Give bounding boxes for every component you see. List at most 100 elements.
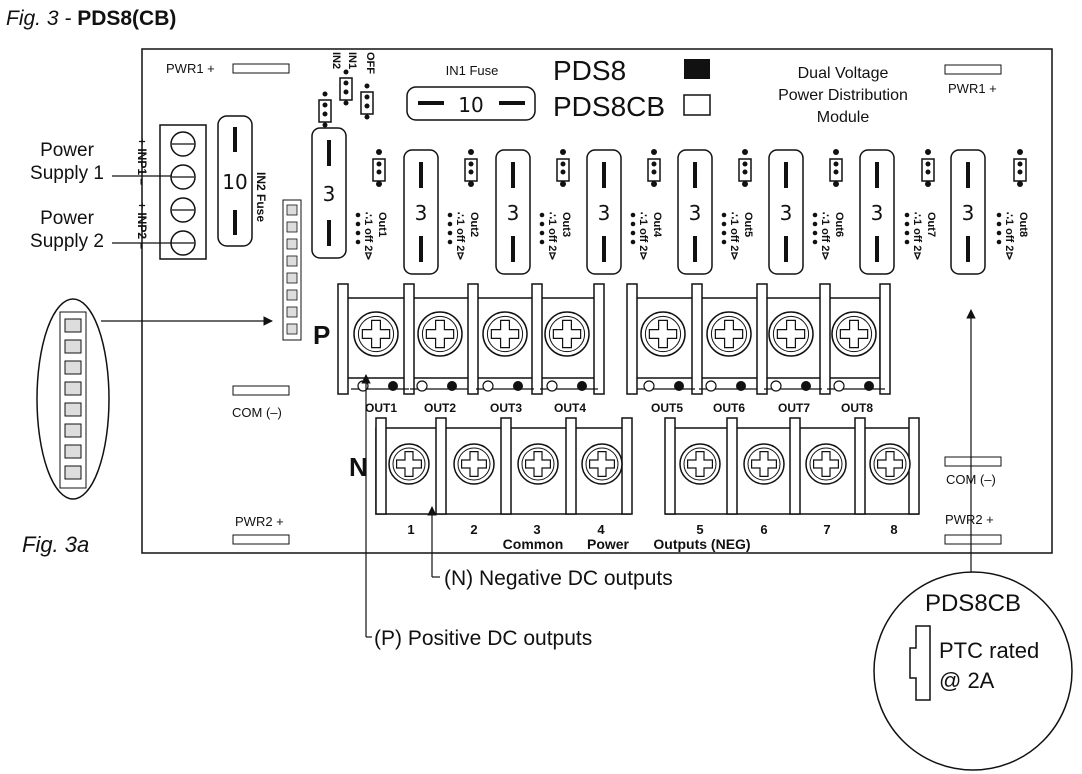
output-jumper-options-label-4: ∴1 off 2⊳ [637, 212, 649, 261]
p-terminal-label-5: OUT5 [651, 401, 683, 415]
model-pds8: PDS8 [553, 55, 626, 86]
power-supply-2-line2: Supply 2 [30, 231, 104, 252]
n-terminal-number-5: 5 [696, 522, 703, 537]
output-jumper-label-3: Out3 [560, 212, 572, 237]
output-fuse-value-7: 3 [871, 201, 884, 225]
power-supply-2-line1: Power [40, 208, 95, 229]
com-right-pad [944, 456, 1002, 467]
ptc-text-line2: @ 2A [939, 668, 995, 693]
output-jumper-label-8: Out8 [1017, 212, 1029, 237]
jumper-label-off: OFF [364, 52, 376, 74]
positive-terminal-strip [337, 283, 891, 395]
com-left-pad [232, 385, 290, 396]
pds8-indicator-filled [684, 59, 710, 79]
output-jumper-options-5: ∴1 off 2⊳Out5 [721, 212, 754, 261]
p-terminal-4: OUT4 [540, 380, 598, 415]
neg-caption-power: Power [587, 536, 630, 552]
output-fuse-1: 3 [311, 127, 347, 259]
ptc-title: PDS8CB [925, 590, 1021, 617]
pwr2-right-label: PWR2 + [945, 512, 994, 527]
p-row-label: P [313, 320, 330, 350]
n-terminal-number-2: 2 [470, 522, 477, 537]
title-line-1: Dual Voltage [798, 65, 889, 82]
pwr1-left-pad [232, 63, 290, 74]
ptc-callout-circle [873, 571, 1073, 771]
output-fuse-4: 3 [586, 149, 622, 275]
ptc-text-line1: PTC rated [939, 638, 1039, 663]
output-jumper-8[interactable] [1013, 149, 1027, 187]
title-line-3: Module [817, 109, 870, 126]
in2-fuse-value: 10 [222, 170, 247, 194]
output-jumper-label-1: Out1 [376, 212, 388, 237]
output-jumper-options-6: ∴1 off 2⊳Out6 [812, 212, 845, 261]
output-jumper-options-3: ∴1 off 2⊳Out3 [539, 212, 572, 261]
pds8cb-indicator-empty [683, 94, 711, 116]
output-jumper-5[interactable] [738, 149, 752, 187]
n-block-common-1-4 [375, 417, 633, 515]
led-indicator-strip [282, 199, 302, 341]
sub-caption: Fig. 3a [22, 532, 89, 557]
output-jumper-4[interactable] [647, 149, 661, 187]
output-jumper-options-7: ∴1 off 2⊳Out7 [904, 212, 937, 261]
negative-callout: (N) Negative DC outputs [444, 567, 673, 590]
output-jumper-options-label-1: ∴1 off 2⊳ [362, 212, 374, 261]
neg-caption-common: Common [503, 536, 564, 552]
output-fuse-2: 3 [403, 149, 439, 275]
n-terminal-number-8: 8 [890, 522, 897, 537]
in1-fuse-value: 10 [458, 93, 483, 117]
p-terminal-label-7: OUT7 [778, 401, 810, 415]
output-fuse-value-6: 3 [780, 201, 793, 225]
pwr2-right-pad [944, 534, 1002, 545]
output-fuse-6: 3 [768, 149, 804, 275]
output-jumper-options-label-3: ∴1 off 2⊳ [546, 212, 558, 261]
inp1-label: + INP1 – [135, 138, 149, 185]
inp2-label: + INP2 – [135, 202, 149, 249]
output-jumper-label-4: Out4 [651, 212, 663, 238]
output-jumper-6[interactable] [829, 149, 843, 187]
title-line-2: Power Distribution [778, 87, 908, 104]
input-jumper-1[interactable] [318, 91, 332, 128]
ptc-symbol [909, 625, 931, 701]
jumper-label-in2: IN2 [330, 52, 342, 69]
power-supply-1-line1: Power [40, 140, 95, 161]
output-jumper-options-label-2: ∴1 off 2⊳ [454, 212, 466, 261]
n-terminal-number-3: 3 [533, 522, 540, 537]
output-jumper-2[interactable] [464, 149, 478, 187]
model-pds8cb: PDS8CB [553, 91, 665, 122]
output-jumper-label-2: Out2 [468, 212, 480, 237]
output-jumper-options-label-7: ∴1 off 2⊳ [911, 212, 923, 261]
output-jumper-label-6: Out6 [833, 212, 845, 237]
output-fuse-value-4: 3 [598, 201, 611, 225]
output-fuse-value-3: 3 [507, 201, 520, 225]
p-terminal-1: OUT1 [351, 380, 409, 415]
output-jumper-label-7: Out7 [925, 212, 937, 237]
pwr2-left-label: PWR2 + [235, 514, 284, 529]
n-terminal-number-6: 6 [760, 522, 767, 537]
output-fuse-8: 3 [950, 149, 986, 275]
p-terminal-label-2: OUT2 [424, 401, 456, 415]
pwr2-left-pad [232, 534, 290, 545]
p-block-outputs-5-8 [626, 283, 891, 395]
output-jumper-1[interactable] [372, 149, 386, 187]
power-supply-1-line2: Supply 1 [30, 163, 104, 184]
output-jumper-7[interactable] [921, 149, 935, 187]
positive-callout: (P) Positive DC outputs [374, 627, 592, 650]
p-terminal-label-6: OUT6 [713, 401, 745, 415]
output-jumper-options-8: ∴1 off 2⊳Out8 [996, 212, 1029, 261]
p-terminal-5: OUT5 [637, 380, 695, 415]
input-jumper-3[interactable] [360, 83, 374, 120]
output-jumper-options-1: ∴1 off 2⊳Out1 [355, 212, 388, 261]
p-terminal-label-3: OUT3 [490, 401, 522, 415]
output-jumper-options-4: ∴1 off 2⊳Out4 [630, 212, 663, 261]
pwr1-right-label: PWR1 + [948, 81, 997, 96]
output-select-jumpers[interactable]: ∴1 off 2⊳Out1∴1 off 2⊳Out2∴1 off 2⊳Out3∴… [355, 149, 1029, 261]
output-fuse-3: 3 [495, 149, 531, 275]
input-jumper-2[interactable] [339, 69, 353, 106]
output-jumper-3[interactable] [556, 149, 570, 187]
p-block-outputs-1-4 [337, 283, 605, 395]
in1-fuse-label: IN1 Fuse [446, 63, 499, 78]
p-terminal-8: OUT8 [827, 380, 885, 415]
input-select-jumpers[interactable] [318, 69, 374, 128]
output-fuse-value-8: 3 [962, 201, 975, 225]
